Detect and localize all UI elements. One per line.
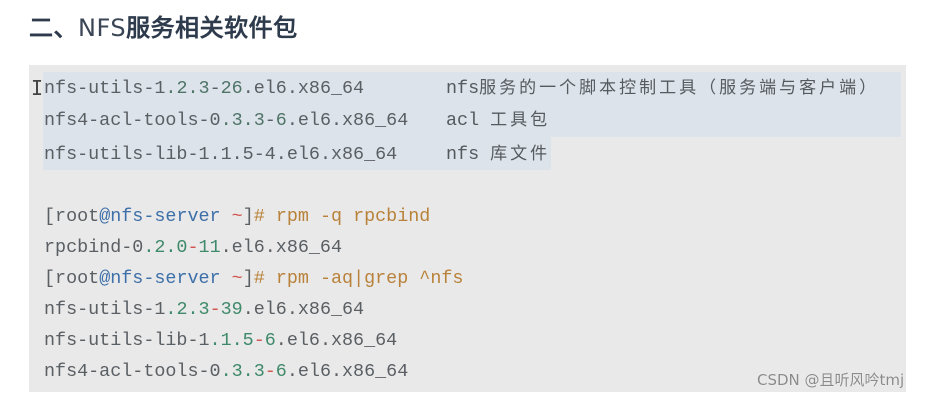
terminal-output-line: nfs4-acl-tools-0.3.3-6.el6.x86_64 <box>44 361 409 382</box>
package-row-desc: nfs 库文件 <box>446 144 551 165</box>
package-row-name: nfs-utils-1.2.3-26.el6.x86_64 <box>44 78 365 99</box>
package-row-name: nfs-utils-lib-1.1.5-4.el6.x86_64 <box>44 144 398 165</box>
text-cursor-icon: I <box>31 76 44 100</box>
heading-prefix: 二、 <box>29 14 78 42</box>
csdn-watermark: CSDN @且听风吟tmj <box>757 371 905 389</box>
code-block[interactable]: I nfs-utils-1.2.3-26.el6.x86_64 nfs服务的一个… <box>29 65 906 392</box>
package-row-name: nfs4-acl-tools-0.3.3-6.el6.x86_64 <box>44 110 409 131</box>
terminal-output-line: rpcbind-0.2.0-11.el6.x86_64 <box>44 237 343 258</box>
heading-nfs: NFS <box>78 14 127 42</box>
section-heading: 二、NFS服务相关软件包 <box>29 8 298 43</box>
terminal-output-line: nfs-utils-1.2.3-39.el6.x86_64 <box>44 299 365 320</box>
terminal-command-line: [root@nfs-server ~]# rpm -aq|grep ^nfs <box>44 268 464 289</box>
package-row-desc: nfs服务的一个脚本控制工具（服务端与客户端） <box>446 78 880 99</box>
terminal-command-line: [root@nfs-server ~]# rpm -q rpcbind <box>44 206 431 227</box>
selection-highlight <box>43 72 901 137</box>
heading-suffix: 服务相关软件包 <box>126 14 298 42</box>
package-row-desc: acl 工具包 <box>446 110 551 131</box>
selection-highlight <box>43 137 551 170</box>
terminal-output-line: nfs-utils-lib-1.1.5-6.el6.x86_64 <box>44 330 398 351</box>
